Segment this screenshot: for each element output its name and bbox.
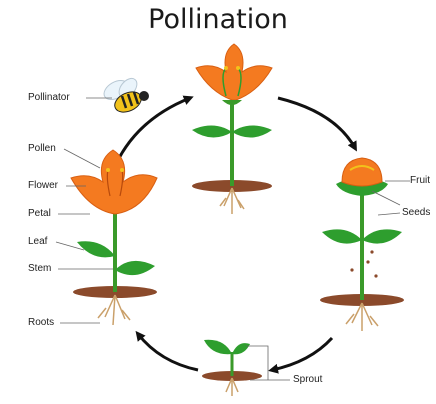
- label-petal: Petal: [28, 208, 51, 219]
- label-seeds: Seeds: [402, 207, 430, 218]
- left-flower-plant: [71, 150, 157, 325]
- top-flower-plant: [192, 44, 272, 214]
- label-sprout: Sprout: [293, 374, 322, 385]
- label-flower: Flower: [28, 180, 58, 191]
- cycle-arrows: [118, 98, 355, 370]
- label-leaf: Leaf: [28, 236, 47, 247]
- label-pollinator: Pollinator: [28, 92, 70, 103]
- arrow-to-fruit: [278, 98, 355, 148]
- label-stem: Stem: [28, 263, 51, 274]
- fruit-plant: [320, 158, 404, 331]
- label-pollen: Pollen: [28, 143, 56, 154]
- arrow-to-sprout: [272, 338, 332, 370]
- arrow-to-seedling: [138, 334, 198, 370]
- sprout-plant: [202, 340, 262, 396]
- label-fruit: Fruit: [410, 175, 430, 186]
- label-roots: Roots: [28, 317, 54, 328]
- bee-icon: [101, 75, 149, 116]
